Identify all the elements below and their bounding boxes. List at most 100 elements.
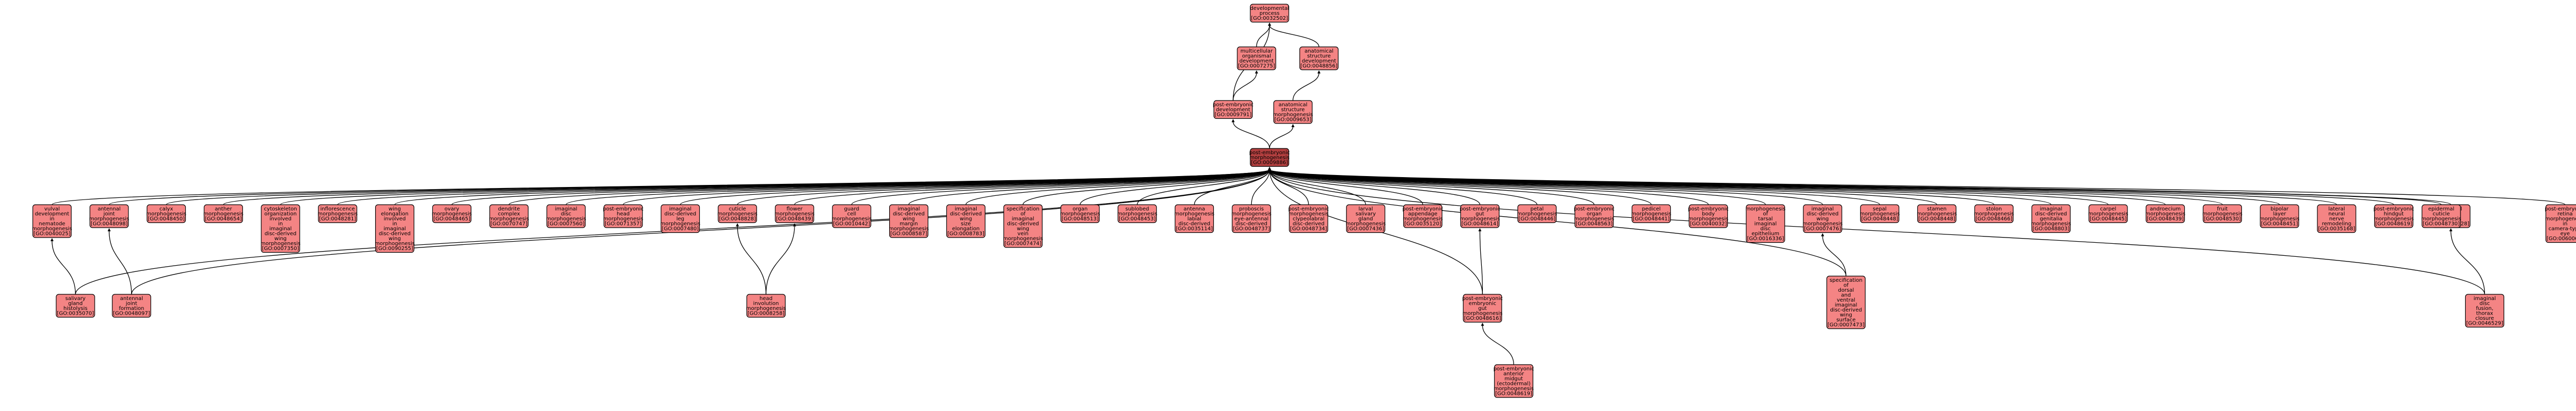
node-label-line: camera-type xyxy=(2548,226,2576,232)
go-term-node-anatdev[interactable]: anatomicalstructuredevelopment[GO:004885… xyxy=(1299,46,1339,70)
node-label-line: and xyxy=(1841,293,1851,298)
node-box xyxy=(1746,204,1785,243)
node-label-line: [GO:0060060] xyxy=(2546,236,2576,242)
node-box xyxy=(1003,204,1043,248)
node-label-line: stolon xyxy=(1986,206,2002,212)
go-term-node-pegutmorph[interactable]: post-embryonicembryonicgutmorphogenesis[… xyxy=(1462,294,1503,323)
node-label-line: morphogenesis xyxy=(831,216,872,222)
node-label-line: morphogenesis xyxy=(1403,216,1443,222)
go-term-node-discfus[interactable]: imaginaldiscfusion,thoraxclosure[GO:0046… xyxy=(2465,294,2505,328)
edge-n_larval-to-n_focus xyxy=(1269,169,1366,205)
node-label-line: morphogenesis xyxy=(2088,211,2128,217)
node-label-line: fruit xyxy=(2217,206,2228,212)
go-term-node-pefoot[interactable]: post-embryonichindgutmorphogenesis[GO:00… xyxy=(2374,204,2414,228)
node-box xyxy=(717,204,757,223)
node-label-line: disc xyxy=(561,211,571,217)
go-term-node-wingspec[interactable]: specificationofdorsalandventralimaginald… xyxy=(1826,276,1866,329)
node-label-line: post-embryonic xyxy=(603,206,644,212)
node-box xyxy=(1463,294,1502,323)
go-term-node-multi[interactable]: multicellularorganismaldevelopment[GO:00… xyxy=(1237,46,1276,70)
node-label-line: epidermal xyxy=(2428,206,2454,212)
go-term-node-wingelong[interactable]: wingelongationinvolvedinimaginaldisc-der… xyxy=(375,204,415,253)
node-box xyxy=(89,204,129,228)
node-label-line: morphogenesis xyxy=(746,306,786,312)
node-label-line: post-embryonic xyxy=(1688,206,1728,212)
node-label-line: leg xyxy=(676,216,684,222)
node-label-line: morphogenesis xyxy=(1802,221,1842,227)
node-label-line: closure xyxy=(2475,316,2494,321)
edge-n_pegut-to-n_focus xyxy=(1269,169,1480,205)
node-label-line: structure xyxy=(1307,54,1330,59)
go-term-node-anatmorph[interactable]: anatomicalstructuremorphogenesis[GO:0009… xyxy=(1273,100,1313,124)
go-term-node-genital[interactable]: imaginaldisc-derivedgenitaliamorphogenes… xyxy=(2031,204,2071,233)
go-term-node-larval[interactable]: larvalsalivaryglandmorphogenesis[GO:0007… xyxy=(1345,204,1386,233)
node-label-line: [GO:0040025] xyxy=(33,231,70,237)
edge-n_wingspec-to-n_focus xyxy=(1269,169,1847,277)
go-term-node-tarsal[interactable]: morphogenesisoftarsalimaginaldiscepithel… xyxy=(1746,204,1786,243)
node-label-line: antennal xyxy=(120,296,143,302)
go-term-node-peanterior[interactable]: post-embryonicanteriormidgut(ectodermal)… xyxy=(1493,364,1534,398)
node-label-line: development xyxy=(35,211,69,217)
node-label-line: in xyxy=(392,221,397,227)
node-label-line: morphogenesis xyxy=(1003,236,1043,242)
go-term-node-proboscis[interactable]: proboscismorphogenesiseye-antennaldisc-d… xyxy=(1232,204,1272,233)
node-label-line: wing xyxy=(1816,216,1829,222)
go-term-node-pebody[interactable]: post-embryonicbodymorphogenesis[GO:00400… xyxy=(1688,204,1729,228)
go-term-node-cytoskel[interactable]: cytoskeletonorganizationinvolvedinimagin… xyxy=(261,204,301,253)
go-term-node-wingvein[interactable]: specificationofimaginaldisc-derivedwingv… xyxy=(1003,204,1043,248)
go-term-node-pehead[interactable]: post-embryonicheadmorphogenesis[GO:00713… xyxy=(603,204,644,228)
node-label-line: disc xyxy=(2480,301,2490,307)
go-term-node-wingdisc[interactable]: imaginaldisc-derivedwingmorphogenesis[GO… xyxy=(1802,204,1842,233)
go-term-node-peappend[interactable]: post-embryonicappendagemorphogenesis[GO:… xyxy=(1402,204,1443,228)
go-term-node-retina[interactable]: post-embryonicretinamorphogenesisincamer… xyxy=(2545,204,2576,243)
node-label-line: wing xyxy=(960,216,972,222)
node-label-line: [GO:0048439] xyxy=(776,216,813,222)
go-term-node-pegut[interactable]: post-embryonicgutmorphogenesis[GO:004861… xyxy=(1459,204,1500,228)
node-label-line: tarsal xyxy=(1758,216,1773,222)
edge-n_wingmarg-to-n_focus xyxy=(908,169,1270,205)
node-box xyxy=(2145,204,2185,223)
go-term-node-syncytial[interactable]: epidermalcuticlemorphogenesis[GO:0048730… xyxy=(2421,204,2462,228)
edge-n_antjoint-to-n_focus xyxy=(131,169,1270,295)
node-label-line: imaginal xyxy=(669,206,691,212)
node-box xyxy=(604,204,643,228)
go-term-node-vulval[interactable]: vulvaldevelopmentinnematodemorphogenesis… xyxy=(32,204,72,238)
node-label-line: organ xyxy=(1072,206,1087,212)
go-term-node-peorgan[interactable]: post-embryonicorganmorphogenesis[GO:0048… xyxy=(1574,204,1614,228)
go-term-node-wingmarg[interactable]: imaginaldisc-derivedwingmarginmorphogene… xyxy=(889,204,929,238)
go-term-node-wingelong2[interactable]: imaginaldisc-derivedwingsizeelongation[G… xyxy=(946,204,985,238)
go-term-node-pedisc[interactable]: post-embryonicmorphogenesisclypeolabrald… xyxy=(1288,204,1329,233)
node-label-line: bipolar xyxy=(2271,206,2289,212)
node-label-line: [GO:0035120] xyxy=(1404,221,1441,227)
go-term-node-imagleg[interactable]: imaginaldisc-derivedlegmorphogenesis[GO:… xyxy=(660,204,700,233)
go-term-node-antenna[interactable]: antennamorphogenesislabialdisc-derived[G… xyxy=(1174,204,1214,233)
